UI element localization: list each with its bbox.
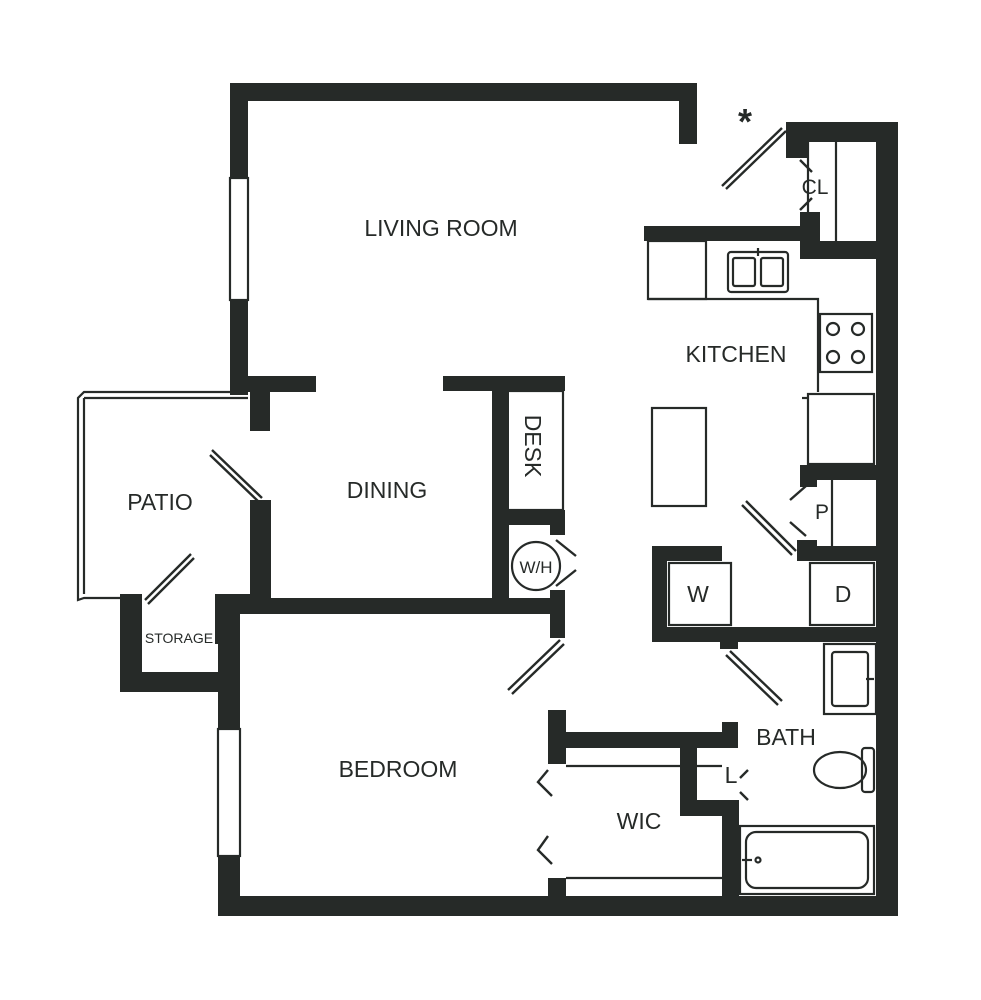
wall-pantry-jamb-upper (800, 465, 817, 487)
wall-dining-top-left (230, 376, 316, 392)
patio (76, 390, 248, 602)
window-living (228, 176, 250, 302)
wall-laundry-bottom (652, 627, 898, 642)
wall-closet-top (786, 122, 898, 142)
entry-door-edge (725, 130, 787, 190)
wall-storage-left (120, 594, 142, 692)
washer-box (667, 561, 733, 627)
storage-label: STORAGE (145, 630, 213, 646)
patio-door (211, 449, 263, 499)
entry-marker: * (738, 101, 752, 142)
wall-laundry-left (652, 546, 667, 642)
wall-laundry-top-left (652, 546, 722, 561)
walls (120, 83, 898, 916)
dining-label: DINING (347, 477, 428, 503)
wic-label: WIC (617, 808, 662, 834)
wall-bath-door-stub (720, 627, 738, 649)
wh-door-lower (555, 569, 577, 587)
storage-door-edge (144, 553, 192, 601)
wall-laundry-top-right (797, 546, 898, 561)
pantry-label: P (815, 501, 829, 524)
wall-bottom (218, 896, 898, 916)
labels: * LIVING ROOM KITCHEN DINING PATIO STORA… (127, 101, 851, 834)
fixtures (510, 239, 878, 896)
patio-door-edge (209, 454, 261, 504)
linen-door-upper (739, 769, 749, 779)
bathroom-sink-icon (822, 642, 878, 716)
wall-living-left-lower (230, 300, 248, 395)
water-heater-icon (510, 540, 562, 592)
wh-door-upper (555, 539, 577, 557)
wall-bedroom-top (215, 598, 565, 614)
wall-wic-top (548, 732, 738, 748)
doors (144, 127, 813, 865)
wall-wh-stub (550, 510, 565, 535)
pantry-door-small-upper (789, 485, 807, 501)
wall-closet-jamb-upper (800, 142, 808, 158)
storage-door (147, 557, 195, 605)
bedroom-door-edge (511, 643, 565, 695)
wall-bedroom-door-stub (550, 590, 565, 638)
closet-door-lower (799, 197, 813, 211)
wall-storage-bottom (120, 672, 240, 692)
wall-linen-top-stub (722, 722, 738, 748)
refrigerator-icon (802, 392, 876, 466)
wall-living-left-upper (230, 83, 248, 178)
bath-label: BATH (756, 724, 816, 750)
wall-wic-lower-stub (548, 878, 566, 898)
dryer-box (808, 561, 876, 627)
wall-pantry-top (800, 465, 898, 480)
kitchen-cabinet (646, 239, 708, 301)
closet-label: CL (802, 176, 829, 199)
bedroom-label: BEDROOM (339, 756, 458, 782)
wall-bedroom-left-upper (218, 594, 240, 729)
wall-living-top-stub (679, 83, 697, 144)
wall-living-top (230, 83, 697, 101)
bath-door (725, 654, 779, 706)
patio-outline (76, 390, 248, 602)
wall-wic-right (722, 800, 739, 916)
water-heater-label: W/H (519, 558, 552, 577)
wall-dining-post (250, 376, 270, 431)
kitchen-island-icon (650, 406, 708, 508)
bedroom-door (507, 639, 561, 691)
kitchen-counter (648, 297, 820, 392)
entry-door (721, 127, 783, 187)
wall-wh-top (492, 510, 565, 525)
wic-door-lower (536, 835, 553, 865)
pantry-door-small-lower (789, 521, 807, 537)
living-room-label: LIVING ROOM (364, 215, 517, 241)
wall-dining-left (250, 500, 271, 612)
bathtub-icon (738, 824, 876, 896)
dryer-label: D (835, 581, 852, 607)
wall-kitchen-top (644, 226, 814, 241)
linen-label: L (725, 762, 738, 788)
linen-door-lower (739, 791, 749, 801)
stove-icon (818, 312, 874, 374)
desk-outline (499, 389, 565, 512)
wall-closet-bottom (800, 241, 898, 259)
sink-icon (726, 248, 790, 294)
pantry-door (741, 504, 793, 556)
closet-door-upper (799, 159, 813, 173)
washer-label: W (687, 581, 709, 607)
pantry-door-edge (745, 500, 797, 552)
desk-label: DESK (520, 415, 546, 478)
window-bedroom (216, 727, 242, 858)
kitchen-label: KITCHEN (686, 341, 787, 367)
wall-right (876, 122, 898, 916)
patio-label: PATIO (127, 489, 193, 515)
toilet-icon (812, 746, 876, 794)
bath-door-edge (729, 650, 783, 702)
wic-door-upper (536, 769, 553, 797)
